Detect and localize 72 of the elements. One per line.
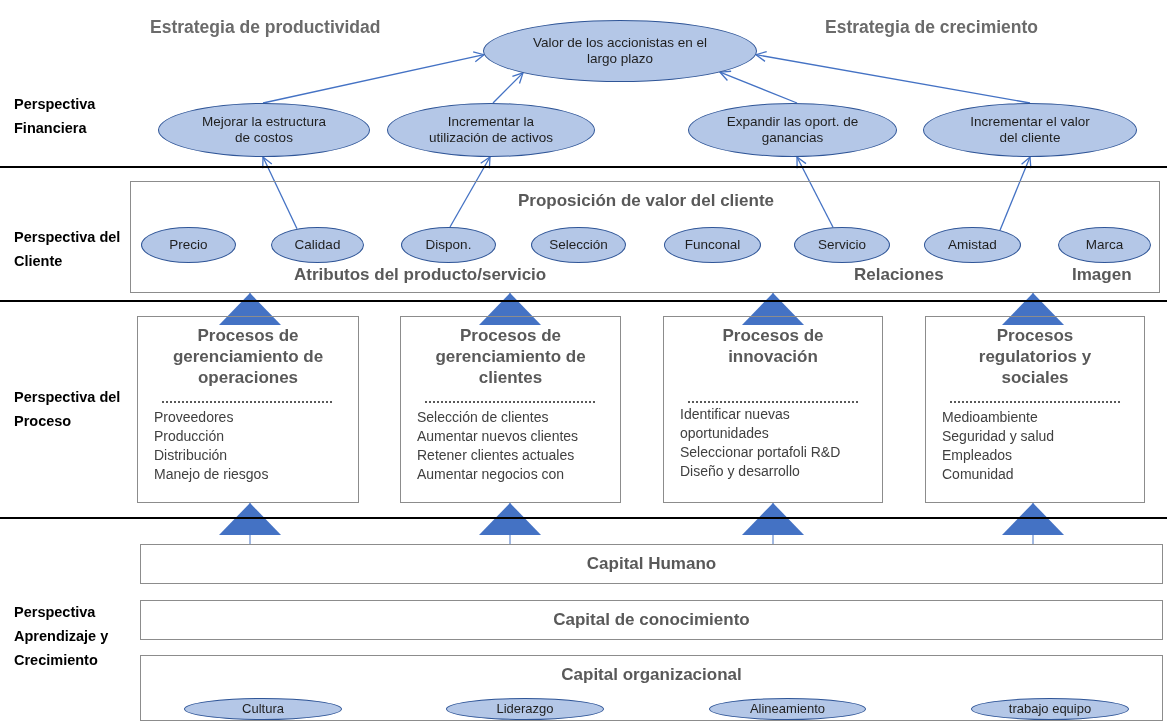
list-item: Distribución [154, 446, 229, 465]
perspective-label: Perspectiva del Proceso [14, 388, 122, 431]
triangle-arrow [479, 292, 541, 325]
arrow [262, 51, 485, 104]
node-text: Servicio [818, 236, 866, 254]
node-text: Marca [1085, 236, 1124, 254]
perspective-label: Perspectiva Aprendizaje y Crecimiento [14, 603, 110, 670]
node-text: Dispon. [425, 236, 472, 254]
arrow [796, 156, 834, 228]
triangle-arrow [1002, 502, 1064, 545]
triangle-arrow [742, 502, 804, 545]
node-text: Valor de los accionistas en el largo plazo [532, 34, 708, 68]
list-item: Diseño y desarrollo [680, 462, 801, 481]
list-item: Producción [154, 427, 226, 446]
arrow [449, 156, 491, 228]
capital-box [140, 544, 1163, 584]
process-box [137, 316, 359, 503]
triangle-arrow [479, 502, 541, 545]
node-text: Incrementar el valor del cliente [969, 113, 1091, 147]
panel-heading: Proposición de valor del cliente [517, 192, 775, 210]
process-box [400, 316, 621, 503]
strategy-heading: Estrategia de productividad [150, 17, 381, 38]
process-heading: Procesos de innovación [721, 325, 825, 367]
perspective-label: Perspectiva del Cliente [14, 228, 122, 271]
list-item: Empleados [942, 446, 1014, 465]
panel-box [130, 181, 1160, 293]
list-item: Retener clientes actuales [417, 446, 576, 465]
node-text: Calidad [294, 236, 341, 254]
arrow [755, 50, 1031, 104]
node-text: Expandir las oport. de ganancias [725, 113, 860, 147]
node-text: Selección [549, 236, 608, 254]
process-box [663, 316, 883, 503]
group-label: Imagen [1072, 266, 1132, 284]
triangle-arrow [219, 502, 281, 545]
node-text: Incrementar la utilización de activos [428, 113, 554, 147]
capital-box [140, 655, 1163, 721]
node-text: Cultura [242, 701, 284, 717]
process-box [925, 316, 1145, 503]
list-item: Aumentar nuevos clientes [417, 427, 580, 446]
capital-heading: Capital Humano [585, 554, 718, 574]
triangle-arrow [219, 292, 281, 325]
process-heading: Procesos de gerenciamiento de clientes [434, 325, 587, 388]
list-item: Identificar nuevas oportunidades [680, 405, 791, 443]
node-text: Alineamiento [749, 701, 826, 717]
list-item: Selección de clientes [417, 408, 550, 427]
triangle-arrow [1002, 292, 1064, 325]
arrow [719, 70, 798, 104]
node-text: Funconal [684, 236, 741, 254]
list-item: Seguridad y salud [942, 427, 1056, 446]
list-item: Seleccionar portafoli R&D [680, 443, 842, 462]
node-text: Liderazgo [496, 701, 554, 717]
list-item: Aumentar negocios con [417, 465, 566, 484]
triangle-arrow [742, 292, 804, 325]
list-item: Comunidad [942, 465, 1015, 484]
node-text: Precio [169, 236, 208, 254]
capital-heading: Capital organizacional [560, 665, 743, 685]
process-heading: Procesos regulatorios y sociales [977, 325, 1093, 388]
group-label: Atributos del producto/servicio [294, 266, 547, 284]
node-text: Amistad [948, 236, 997, 254]
arrow [999, 156, 1032, 231]
node-text: Mejorar la estructura de costos [201, 113, 327, 147]
strategy-heading: Estrategia de crecimiento [825, 17, 1038, 38]
arrow [492, 72, 524, 104]
node-text: trabajo equipo [1008, 701, 1092, 717]
capital-heading: Capital de conocimiento [552, 610, 751, 630]
list-item: Medioambiente [942, 408, 1039, 427]
perspective-label: Perspectiva Financiera [14, 95, 97, 138]
capital-box [140, 600, 1163, 640]
list-item: Proveedores [154, 408, 235, 427]
process-heading: Procesos de gerenciamiento de operaciones [171, 325, 325, 388]
list-item: Manejo de riesgos [154, 465, 270, 484]
group-label: Relaciones [854, 266, 944, 284]
